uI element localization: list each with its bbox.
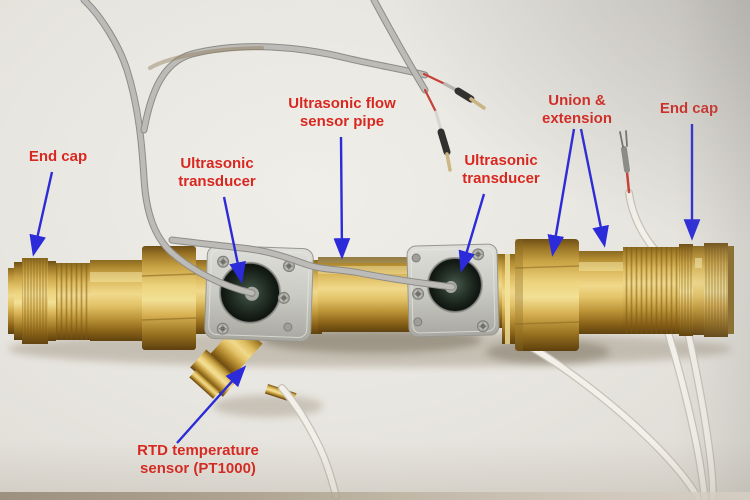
rtd-cable — [278, 384, 340, 500]
arrow-union — [547, 128, 576, 257]
label-rtd-sensor: RTD temperature sensor (PT1000) — [137, 442, 259, 477]
annotation-arrows — [29, 124, 701, 444]
end-cap-right-part — [623, 243, 734, 337]
label-ultrasonic-flow-sensor-pipe: Ultrasonic flow sensor pipe — [288, 95, 396, 130]
cable-from-top — [370, 0, 429, 94]
transducer-cable-right — [168, 236, 456, 291]
label-ultrasonic-transducer-left: Ultrasonic transducer — [178, 155, 256, 190]
screws-left-plate — [216, 255, 295, 335]
label-end-cap-left: End cap — [28, 148, 88, 165]
ultrasonic-transducer-right-part — [406, 243, 500, 338]
label-end-cap-right: End cap — [659, 100, 719, 117]
white-cable-loop — [508, 328, 717, 500]
screws-right-plate — [411, 248, 489, 333]
pin-terminal-a — [422, 72, 486, 110]
arrow-sensor-pipe — [333, 136, 351, 260]
arrow-extension — [579, 128, 609, 248]
arrow-transducer-left — [222, 196, 246, 284]
arrow-end-cap-left — [29, 171, 54, 257]
hex-nut-left — [141, 246, 197, 350]
label-union-extension: Union & extension — [541, 92, 613, 127]
end-cap-left-part — [8, 258, 142, 344]
transducer-cable-left — [80, 0, 429, 297]
arrow-rtd — [176, 365, 247, 444]
extension-tube-part — [579, 251, 623, 334]
table-edge-shadow — [0, 492, 750, 500]
pin-terminal-white-cable — [619, 130, 631, 194]
arrow-transducer-right — [458, 193, 486, 273]
label-ultrasonic-transducer-right: Ultrasonic transducer — [462, 152, 540, 187]
union-nut-part — [502, 239, 580, 351]
pin-terminal-b — [423, 88, 452, 172]
